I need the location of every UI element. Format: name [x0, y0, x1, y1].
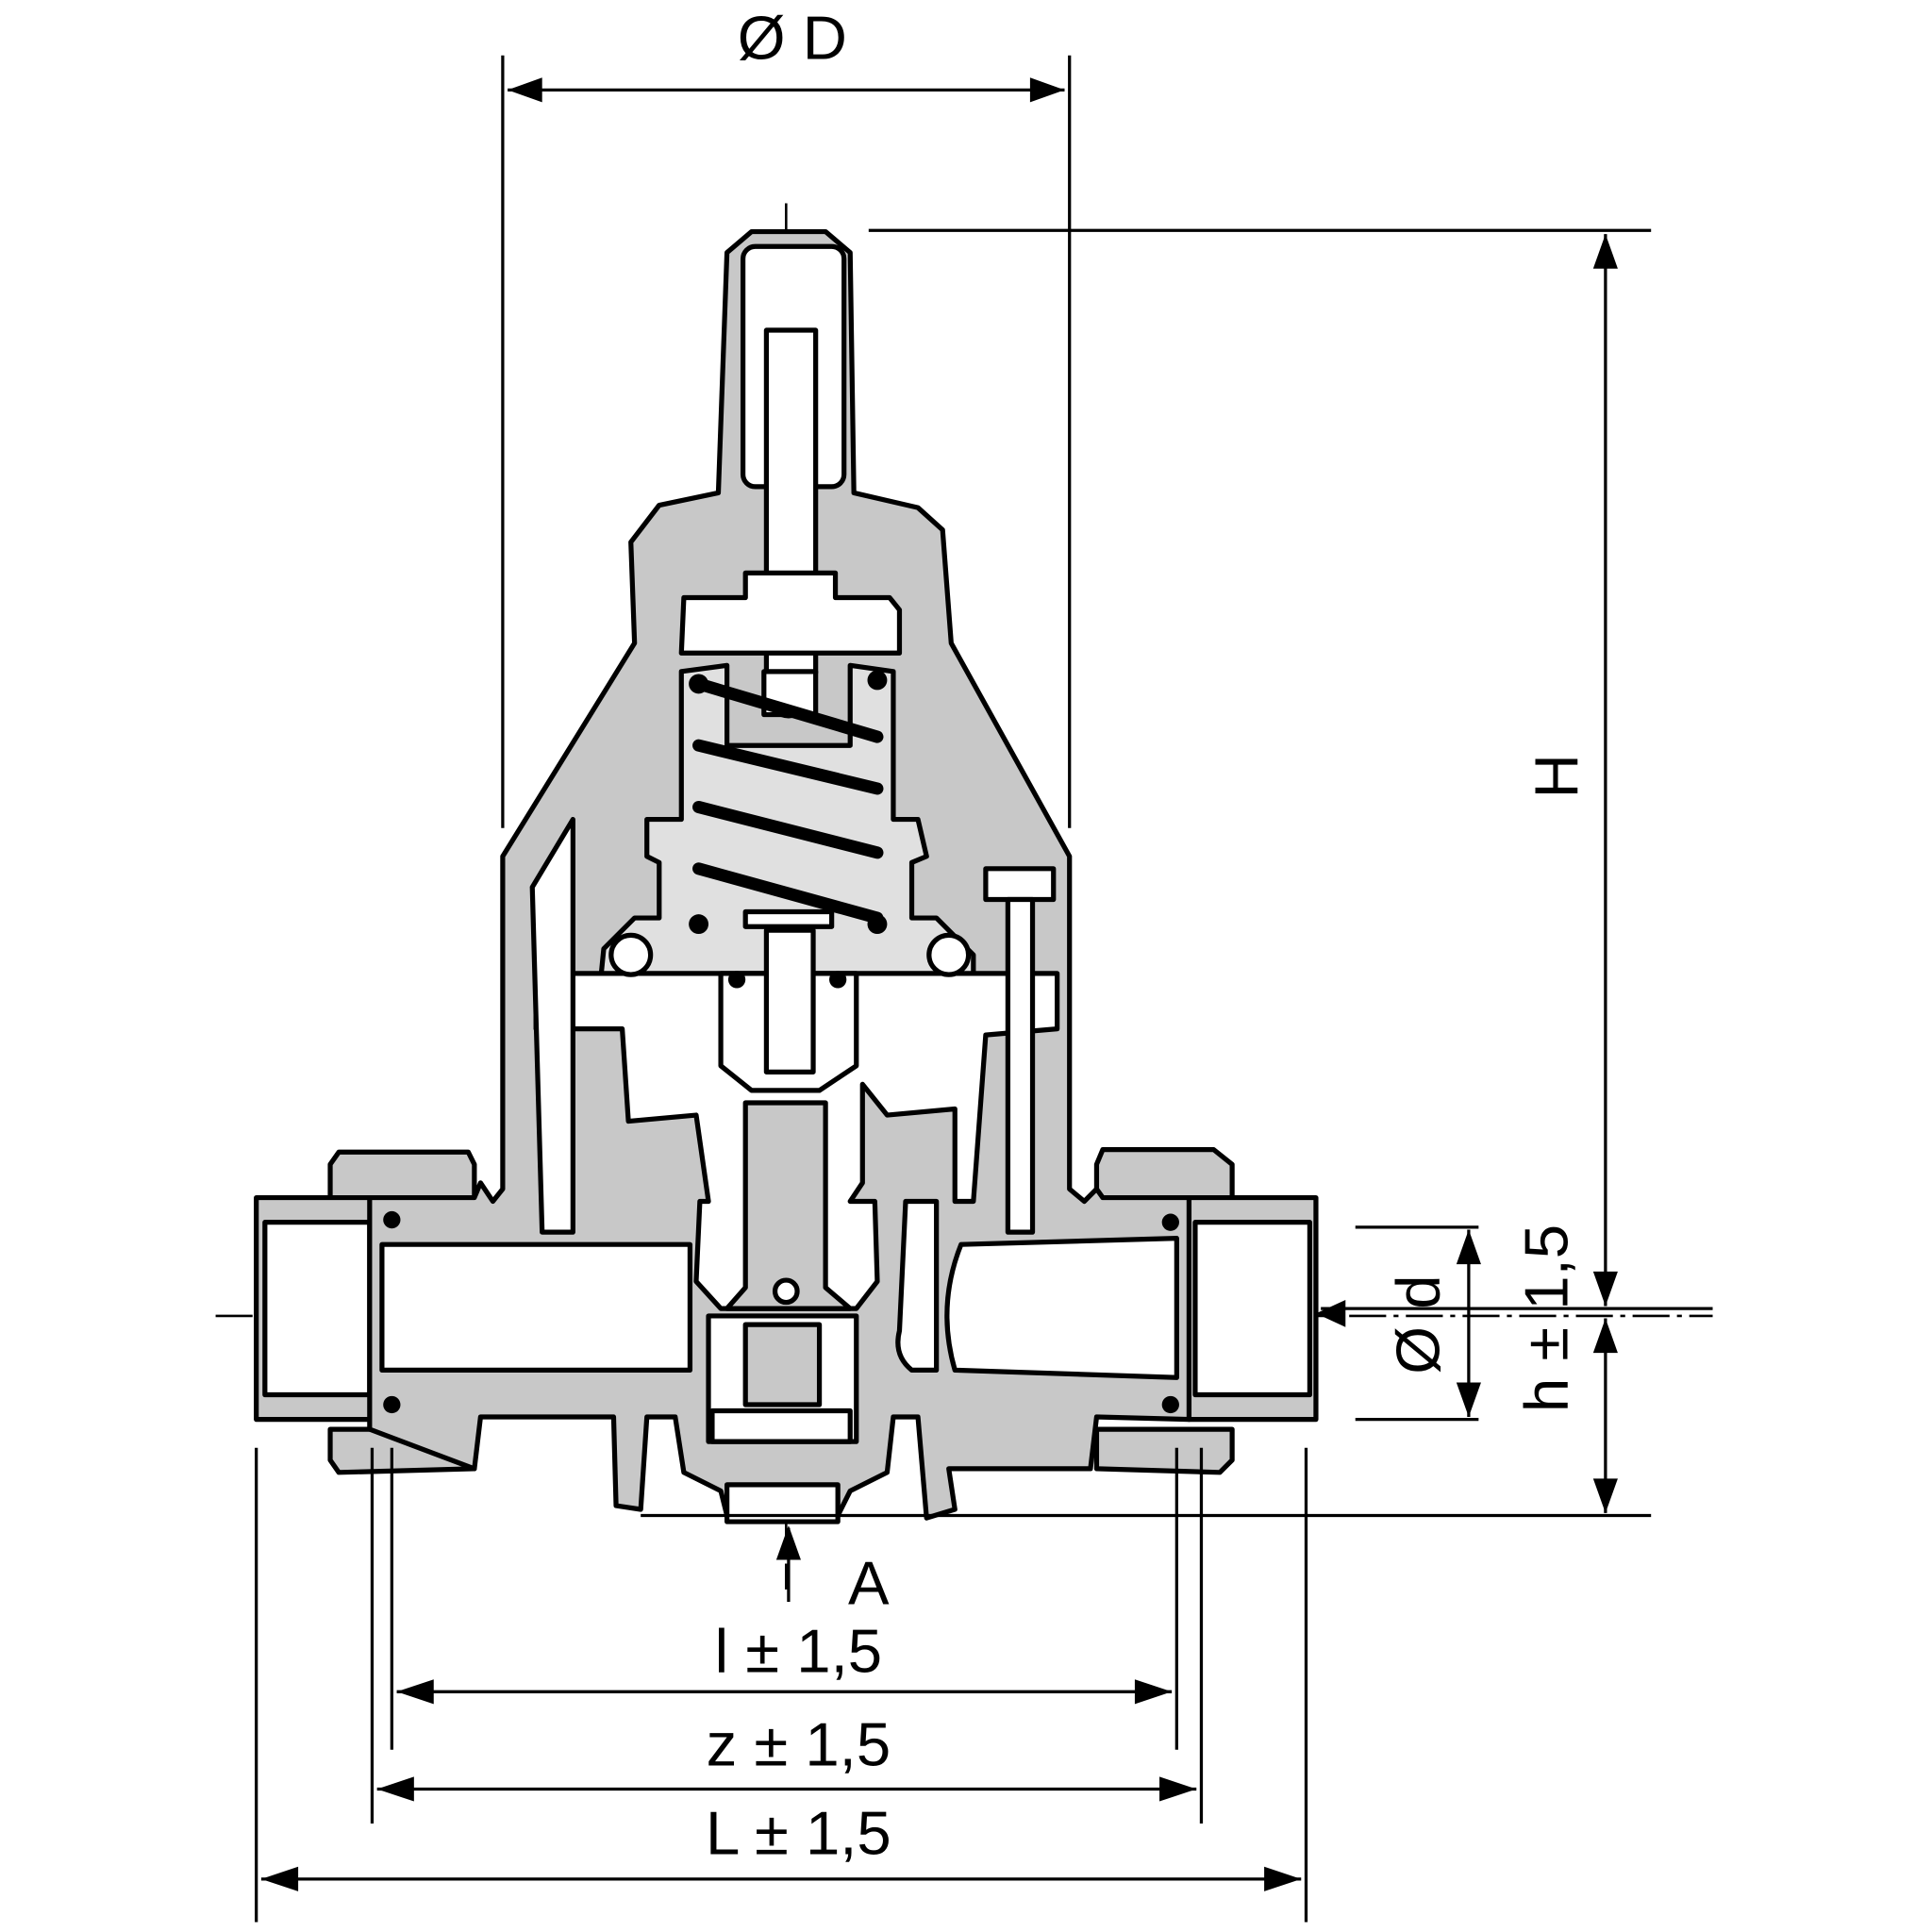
label-outer-diameter: Ø D	[738, 4, 847, 73]
valve-body	[254, 228, 1319, 1524]
label-length-z: z ± 1,5	[707, 1710, 891, 1779]
label-pipe-diameter: Ø d	[1384, 1274, 1453, 1374]
spring	[689, 670, 888, 935]
label-length-L: L ± 1,5	[706, 1799, 891, 1868]
label-height: H	[1522, 754, 1591, 798]
label-length-l: l ± 1,5	[715, 1616, 882, 1685]
dimension-lines	[255, 55, 1713, 1923]
label-flow-direction: A	[848, 1549, 890, 1618]
label-center-height: h ± 1,5	[1511, 1224, 1580, 1412]
